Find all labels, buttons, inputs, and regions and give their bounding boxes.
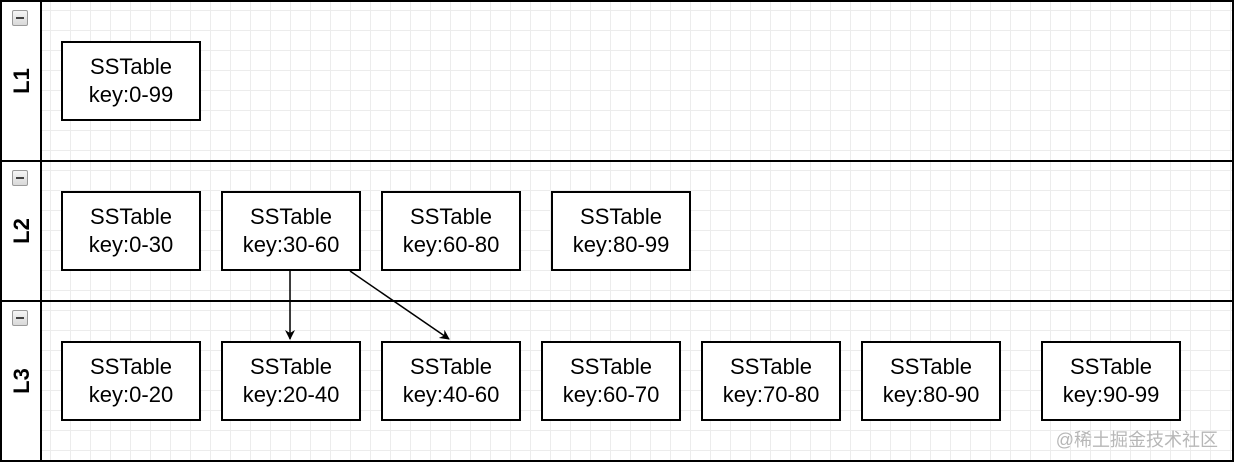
sstable-title: SSTable [1070, 354, 1152, 379]
sstable-key-range: key:20-40 [242, 382, 340, 407]
lane-header-l1: L1 [2, 2, 42, 160]
sstable-l3-6[interactable]: SSTable key:90-99 [1041, 341, 1181, 421]
sstable-l3-5[interactable]: SSTable key:80-90 [861, 341, 1001, 421]
lane-label-l3: L3 [9, 368, 34, 394]
sstable-title: SSTable [250, 204, 332, 229]
sstable-title: SSTable [410, 204, 492, 229]
lane-header-l2: L2 [2, 162, 42, 300]
sstable-key-range: key:80-90 [882, 382, 980, 407]
sstable-key-range: key:70-80 [722, 382, 820, 407]
sstable-key-range: key:40-60 [402, 382, 500, 407]
sstable-key-range: key:0-20 [88, 382, 174, 407]
sstable-l1-0[interactable]: SSTable key:0-99 [61, 41, 201, 121]
lane-label-l2: L2 [9, 218, 34, 244]
collapse-icon[interactable] [12, 310, 28, 326]
sstable-l3-0[interactable]: SSTable key:0-20 [61, 341, 201, 421]
sstable-l3-4[interactable]: SSTable key:70-80 [701, 341, 841, 421]
sstable-key-range: key:90-99 [1062, 382, 1160, 407]
lane-l3: L3 [0, 300, 1234, 462]
sstable-title: SSTable [90, 354, 172, 379]
sstable-l2-2[interactable]: SSTable key:60-80 [381, 191, 521, 271]
sstable-title: SSTable [410, 354, 492, 379]
sstable-l3-3[interactable]: SSTable key:60-70 [541, 341, 681, 421]
sstable-key-range: key:60-80 [402, 232, 500, 257]
sstable-key-range: key:80-99 [572, 232, 670, 257]
sstable-title: SSTable [890, 354, 972, 379]
sstable-title: SSTable [570, 354, 652, 379]
sstable-l3-2[interactable]: SSTable key:40-60 [381, 341, 521, 421]
collapse-icon[interactable] [12, 10, 28, 26]
sstable-title: SSTable [90, 204, 172, 229]
sstable-key-range: key:30-60 [242, 232, 340, 257]
sstable-title: SSTable [580, 204, 662, 229]
watermark: @稀土掘金技术社区 [1055, 430, 1218, 450]
sstable-l3-1[interactable]: SSTable key:20-40 [221, 341, 361, 421]
sstable-title: SSTable [90, 54, 172, 79]
sstable-l2-3[interactable]: SSTable key:80-99 [551, 191, 691, 271]
collapse-icon[interactable] [12, 170, 28, 186]
sstable-key-range: key:60-70 [562, 382, 660, 407]
sstable-l2-1[interactable]: SSTable key:30-60 [221, 191, 361, 271]
sstable-title: SSTable [730, 354, 812, 379]
sstable-key-range: key:0-99 [88, 82, 174, 107]
sstable-title: SSTable [250, 354, 332, 379]
sstable-l2-0[interactable]: SSTable key:0-30 [61, 191, 201, 271]
sstable-key-range: key:0-30 [88, 232, 174, 257]
lane-label-l1: L1 [9, 68, 34, 94]
lane-header-l3: L3 [2, 302, 42, 460]
